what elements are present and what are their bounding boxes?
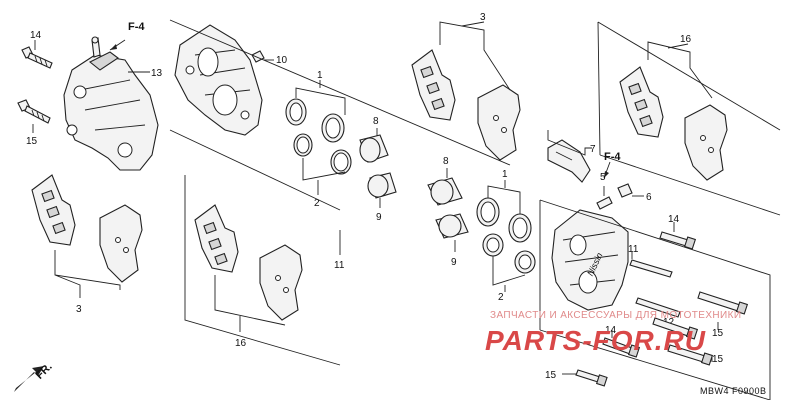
callout-10: 11 [334, 260, 345, 271]
pistons-right [427, 177, 469, 239]
callout-5: 6 [646, 192, 652, 203]
callout-11-upper: 11 [628, 244, 639, 255]
callout-16-right: 16 [680, 34, 692, 45]
callout-14-bottom: 15 [545, 370, 557, 381]
callout-13-upper: 14 [668, 214, 680, 225]
callout-8-center: 8 [373, 116, 379, 127]
callout-2-right: 2 [498, 292, 504, 303]
top-pads-3 [411, 49, 521, 161]
bleeder-4-5 [596, 183, 633, 210]
piston-seals-right [476, 197, 536, 274]
front-arrow-icon [14, 366, 44, 392]
callout-2-center: 2 [314, 198, 320, 209]
callout-15-lower: 15 [712, 354, 724, 365]
diagram-code: MBW4 F0900B [700, 386, 767, 396]
pins-11 [629, 259, 681, 318]
callout-14-upper: 14 [30, 30, 42, 41]
callout-7: 7 [590, 144, 596, 155]
callout-3-top: 3 [480, 12, 486, 23]
callout-16-center: 16 [235, 338, 247, 349]
callout-8-right: 8 [443, 156, 449, 167]
callout-9-center: 9 [376, 212, 382, 223]
callout-15-upper: 15 [712, 328, 724, 339]
left-caliper-assembly [63, 36, 159, 171]
bolt-14-upper [21, 46, 53, 69]
left-pads-3 [31, 174, 143, 283]
right-caliper-body: Nissin [551, 209, 629, 311]
piston-seals-center [285, 98, 352, 175]
callout-3-left: 3 [76, 304, 82, 315]
pistons-center [359, 134, 397, 199]
watermark-tagline: ЗАПЧАСТИ И АКСЕССУАРЫ ДЛЯ МОТОТЕХНИКИ [490, 310, 741, 321]
center-pads-16 [194, 204, 303, 321]
center-caliper-body [174, 24, 263, 136]
callout-6: 10 [276, 55, 288, 66]
bolt-14-lower [17, 99, 51, 124]
callout-14-lower: 15 [26, 136, 38, 147]
callout-1-right: 1 [502, 169, 508, 180]
callout-4: 5 [600, 172, 606, 183]
callout-1-center: 1 [317, 70, 323, 81]
f4-ref-top: F-4 [128, 21, 145, 33]
f4-ref-right: F-4 [604, 151, 621, 163]
callout-13-lower: 14 [605, 325, 617, 336]
pad-spring-7 [547, 139, 591, 183]
right-pads-16 [619, 66, 728, 181]
bolts-13-15 [575, 231, 749, 387]
callout-9-right: 9 [451, 257, 457, 268]
bleeder-6 [251, 50, 265, 63]
callout-12: 13 [151, 68, 163, 79]
watermark-logo: PARTS-FOR.RU [485, 325, 706, 356]
front-arrow-label: FR. [34, 361, 55, 382]
